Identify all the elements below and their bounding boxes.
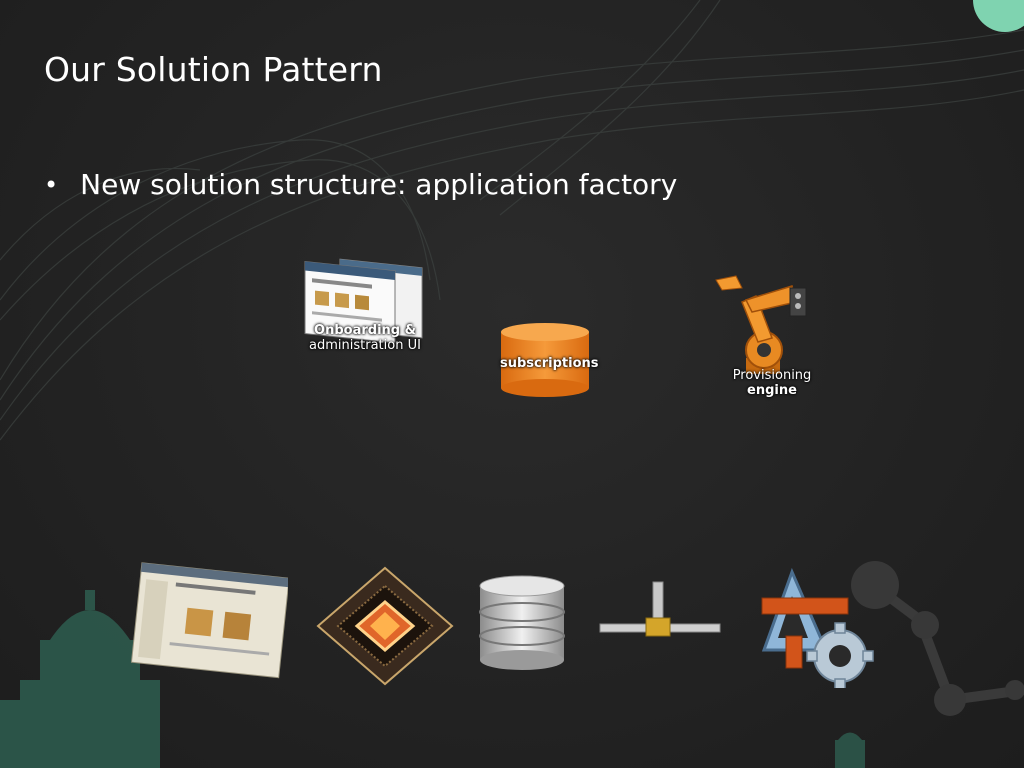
cylinder-icon (501, 323, 589, 397)
provisioning-label: Provisioning engine (732, 368, 812, 398)
browser-windows-icon (304, 258, 423, 344)
processor-chip-icon (316, 566, 454, 686)
onboarding-ui-group: Onboarding & administration UI (300, 255, 430, 365)
bullet-item: • New solution structure: application fa… (44, 168, 677, 202)
corner-circle-icon (973, 0, 1024, 32)
component-gear-icon (761, 567, 874, 688)
slide-title: Our Solution Pattern (44, 50, 383, 89)
bullet-dot-icon: • (44, 171, 59, 199)
bullet-text: New solution structure: application fact… (80, 168, 678, 201)
provisioning-engine-group: Provisioning engine (712, 272, 832, 402)
industrial-robot-icon (715, 275, 807, 374)
subscriptions-label: subscriptions (500, 356, 599, 371)
web-page-icon (130, 562, 288, 679)
pipe-connector-icon (599, 581, 721, 637)
onboarding-label: Onboarding & administration UI (309, 323, 421, 353)
database-icon (479, 575, 565, 670)
subscriptions-database: subscriptions (500, 322, 599, 398)
